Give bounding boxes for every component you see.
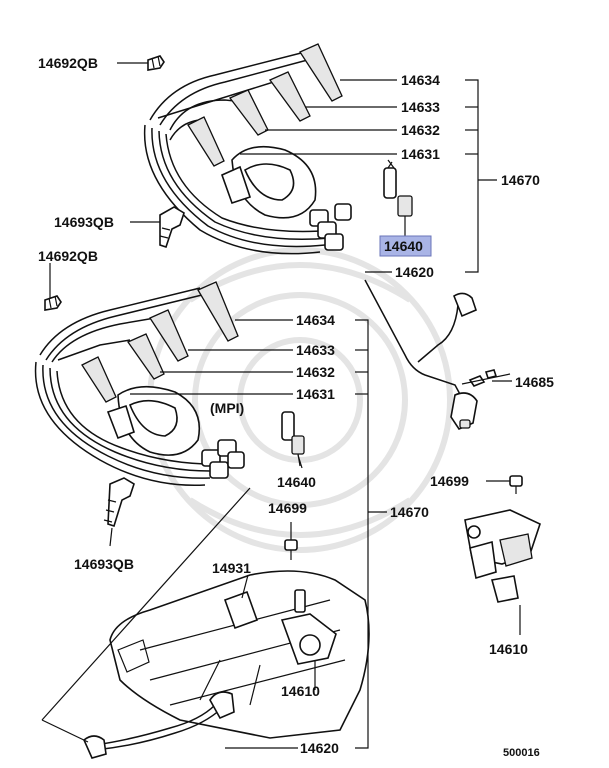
label-14692qb-mid: 14692QB xyxy=(38,248,98,264)
label-14610-bottom: 14610 xyxy=(281,683,320,699)
ignition-coil-right xyxy=(464,509,541,603)
label-14640-mid: 14640 xyxy=(277,474,316,490)
label-14670-mid: 14670 xyxy=(390,504,429,520)
label-14631-top: 14631 xyxy=(401,146,440,162)
spark-plug-upper xyxy=(383,159,413,232)
label-14670-top: 14670 xyxy=(501,172,540,188)
label-14685: 14685 xyxy=(515,374,554,390)
label-14633-mid: 14633 xyxy=(296,342,335,358)
bolt-14699-center xyxy=(284,539,298,560)
highlight-box-14640 xyxy=(379,235,432,257)
label-14693qb-top: 14693QB xyxy=(54,214,114,230)
part-labels: 14692QB 14634 14633 14632 14631 14670 14… xyxy=(38,55,554,759)
clamp-14693qb-bottom xyxy=(103,477,135,528)
leader-lines xyxy=(41,62,521,749)
label-14634-top: 14634 xyxy=(401,72,440,88)
label-14632-mid: 14632 xyxy=(296,364,335,380)
label-14631-mid: 14631 xyxy=(296,386,335,402)
label-14699-right: 14699 xyxy=(430,473,469,489)
clip-14685 xyxy=(461,369,511,387)
label-14632-top: 14632 xyxy=(401,122,440,138)
coil-cable-upper xyxy=(364,279,478,430)
label-14633-top: 14633 xyxy=(401,99,440,115)
clamp-14693qb-top xyxy=(159,206,185,249)
middle-ignition-wire-set xyxy=(34,281,245,487)
label-14610-right: 14610 xyxy=(489,641,528,657)
label-14692qb-top: 14692QB xyxy=(38,55,98,71)
coil-cable-lower xyxy=(83,691,235,759)
clip-14692qb-mid xyxy=(44,295,62,311)
label-14699-center: 14699 xyxy=(268,500,307,516)
label-mpi: (MPI) xyxy=(210,400,244,416)
label-14634-mid: 14634 xyxy=(296,312,335,328)
label-14640-top[interactable]: 14640 xyxy=(384,238,423,254)
upper-ignition-wire-set xyxy=(143,43,352,255)
bolt-14699-right xyxy=(509,475,523,494)
label-14693qb-bottom: 14693QB xyxy=(74,556,134,572)
clip-14692qb-top xyxy=(147,55,165,71)
label-14931: 14931 xyxy=(212,560,251,576)
diagram-code: 500016 xyxy=(503,747,540,759)
label-14620-top: 14620 xyxy=(395,264,434,280)
engine-block xyxy=(109,570,370,739)
label-14620-bottom: 14620 xyxy=(300,740,339,756)
